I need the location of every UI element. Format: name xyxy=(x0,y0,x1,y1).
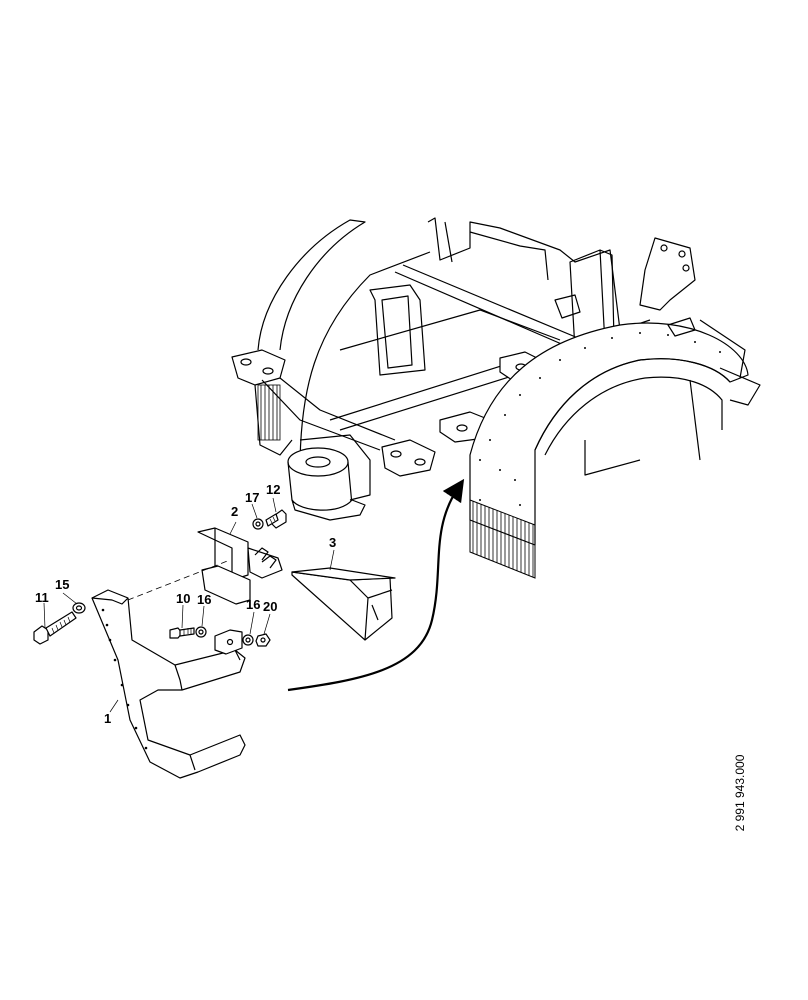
callout-17: 17 xyxy=(245,490,260,505)
washer-17 xyxy=(252,518,264,530)
part-3-deflector xyxy=(291,567,396,641)
part-1-fender-bracket xyxy=(91,589,246,779)
assembly-arrow xyxy=(287,478,465,692)
leader-lines xyxy=(43,497,335,713)
callout-16-left: 16 xyxy=(197,592,212,607)
callout-16-right: 16 xyxy=(246,597,261,612)
callout-2: 2 xyxy=(231,504,239,519)
callout-1: 1 xyxy=(104,711,112,726)
washer-15 xyxy=(72,602,86,614)
nut-20 xyxy=(255,633,271,647)
machine-frame xyxy=(231,217,761,579)
clamp-plate xyxy=(214,629,243,655)
callout-15: 15 xyxy=(55,577,70,592)
callout-11: 11 xyxy=(35,590,49,605)
callout-20: 20 xyxy=(263,599,278,614)
washer-16-right xyxy=(242,634,254,646)
bolt-10 xyxy=(169,627,195,639)
washer-16-left xyxy=(195,626,207,638)
callout-12: 12 xyxy=(266,482,281,497)
bolt-12 xyxy=(265,509,287,529)
callout-10: 10 xyxy=(176,591,191,606)
document-number: 2 991 943.000 xyxy=(733,754,747,832)
fender-rivets xyxy=(479,332,721,506)
part-2-bracket xyxy=(197,527,283,605)
bolt-11 xyxy=(33,611,77,645)
callout-3: 3 xyxy=(329,535,337,550)
